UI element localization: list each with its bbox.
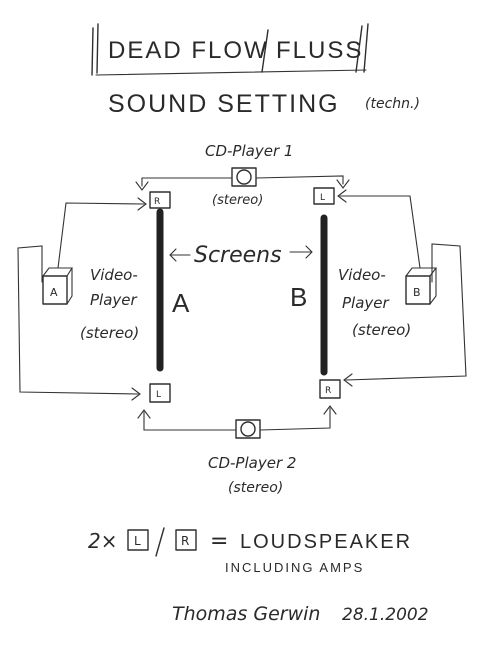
speaker-top-right: L xyxy=(313,187,335,205)
video-player-a-line2: Player xyxy=(90,291,138,309)
video-b-arrow-bottom xyxy=(343,373,353,387)
cd-player-2-icon xyxy=(235,419,261,439)
legend-slash xyxy=(155,527,165,557)
legend-box-r: R xyxy=(175,529,197,551)
svg-text:R: R xyxy=(154,197,160,207)
speaker-bottom-left: L xyxy=(149,383,171,403)
legend-equals: = xyxy=(210,529,228,554)
cd1-arrow-left xyxy=(135,181,149,191)
svg-text:L: L xyxy=(134,534,141,548)
cd-player-2-mode: (stereo) xyxy=(228,480,283,496)
svg-text:B: B xyxy=(413,286,421,299)
title-bar-left-inner xyxy=(96,23,99,74)
svg-text:R: R xyxy=(181,534,189,548)
video-a-arrow-bottom xyxy=(131,387,141,401)
screen-b-label: B xyxy=(290,282,309,312)
screens-arrow-left xyxy=(169,248,191,262)
cd2-wire-right xyxy=(259,407,331,431)
video-player-b-line1: Video- xyxy=(338,266,386,284)
subtitle-note: (techn.) xyxy=(365,96,420,112)
screens-label: Screens xyxy=(194,243,282,268)
video-player-b-line3: (stereo) xyxy=(352,321,411,339)
cd-player-1-icon xyxy=(231,167,257,187)
cd1-arrow-right xyxy=(336,179,350,189)
title-block: DEAD FLOW FLUSS xyxy=(91,23,369,76)
video-player-a-box: A xyxy=(42,267,73,305)
title-bar-right xyxy=(355,25,363,73)
signature-name: Thomas Gerwin xyxy=(172,603,320,625)
cd1-wire-left xyxy=(141,177,233,187)
screens-arrow-right xyxy=(289,245,313,259)
legend-line1: LOUDSPEAKER xyxy=(240,531,412,553)
cd1-wire-right xyxy=(255,175,344,185)
title-underline xyxy=(95,69,367,76)
video-player-b-line2: Player xyxy=(342,294,390,312)
subtitle-main: SOUND SETTING xyxy=(108,90,340,118)
cd2-wire-left xyxy=(143,411,237,431)
video-b-arrow-top xyxy=(337,189,347,203)
legend-box-l: L xyxy=(127,529,149,551)
signature-date: 28.1.2002 xyxy=(342,605,429,625)
legend-line2: INCLUDING AMPS xyxy=(225,560,364,575)
svg-text:A: A xyxy=(50,286,58,299)
cd-player-2-label: CD-Player 2 xyxy=(208,454,296,472)
video-b-wire-top xyxy=(339,195,421,269)
svg-text:L: L xyxy=(156,390,161,400)
title-part-1: DEAD FLOW xyxy=(108,37,269,64)
speaker-top-left: R xyxy=(149,191,171,209)
title-part-2: FLUSS xyxy=(276,37,363,64)
screen-a-label: A xyxy=(172,288,191,318)
video-player-a-line3: (stereo) xyxy=(80,324,139,342)
svg-text:L: L xyxy=(320,193,325,203)
video-a-wire-top xyxy=(57,202,145,269)
title-bar-right-inner xyxy=(363,23,369,73)
cd-player-1-label: CD-Player 1 xyxy=(205,142,293,160)
video-b-wire-bottom xyxy=(345,243,467,381)
legend-prefix: 2× xyxy=(88,529,117,553)
title-bar-left xyxy=(91,27,94,76)
title-separator xyxy=(261,29,269,73)
cd-player-1-mode: (stereo) xyxy=(212,193,263,208)
video-a-wire-bottom xyxy=(17,245,139,395)
cd2-arrow-right xyxy=(323,405,337,415)
svg-text:R: R xyxy=(325,386,331,396)
speaker-bottom-right: R xyxy=(319,379,341,399)
cd2-arrow-left xyxy=(137,409,151,419)
video-player-b-box: B xyxy=(405,267,438,305)
video-player-a-line1: Video- xyxy=(90,266,138,284)
video-a-arrow-top xyxy=(137,197,147,211)
